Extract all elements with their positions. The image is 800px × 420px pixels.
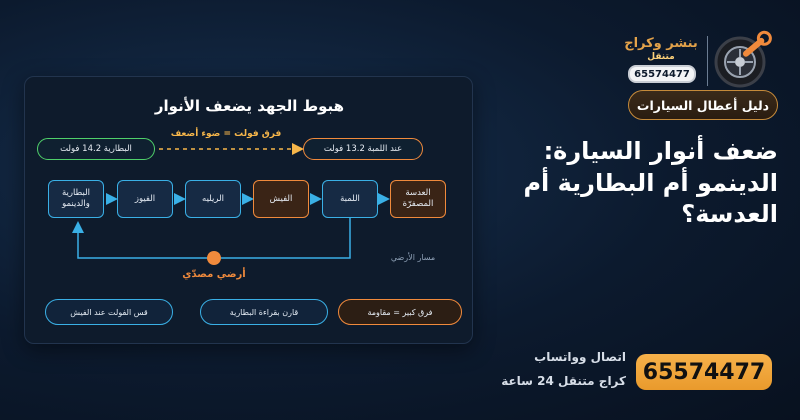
- headline-line-1: ضعف أنوار السيارة:: [543, 137, 778, 165]
- voltage-gap-label: فرق فولت = ضوء أضعف: [170, 129, 282, 139]
- headline: ضعف أنوار السيارة: الدينمو أم البطارية أ…: [506, 136, 778, 231]
- tire-wrench-icon: [714, 30, 772, 88]
- ground-corroded-label: أرضي مصدّي: [182, 269, 246, 280]
- lamp-voltage-callout: عند اللمبة 13.2 فولت: [303, 138, 423, 160]
- brand-name: بنشر وكراج: [624, 36, 698, 51]
- ground-path-label: مسار الأرضي: [390, 253, 436, 262]
- contact-phone-button[interactable]: 65574477: [636, 354, 772, 390]
- node-connector: الفيش: [253, 180, 309, 218]
- ground-dot: [207, 251, 221, 265]
- guide-badge: دليل أعطال السيارات: [628, 90, 778, 120]
- node-yellowed-lens: العدسة المصفرّة: [390, 180, 446, 218]
- node-fuse: الفيوز: [117, 180, 173, 218]
- pill-big-diff-resistance: فرق كبير = مقاومة: [338, 299, 462, 325]
- contact-line-1: اتصال وواتساب: [534, 350, 626, 364]
- brand-sub: متنقل: [647, 52, 675, 62]
- pill-measure-connector: قس الفولت عند الفيش: [45, 299, 173, 325]
- contact-line-2: كراج متنقل 24 ساعة: [501, 374, 626, 388]
- diagram-panel: هبوط الجهد يضعف الأنوار البطارية 14.2 فو…: [24, 76, 473, 344]
- node-relay: الريليه: [185, 180, 241, 218]
- diagram-connectors: [72, 143, 390, 265]
- node-bulb: اللمبة: [322, 180, 378, 218]
- headline-line-2: الدينمو أم البطارية أم: [523, 168, 778, 197]
- pill-compare-battery: قارن بقراءة البطارية: [200, 299, 328, 325]
- brand-phone: 65574477: [628, 65, 696, 83]
- headline-line-3: العدسة؟: [681, 200, 778, 229]
- diagram-title: هبوط الجهد يضعف الأنوار: [154, 97, 345, 115]
- battery-voltage-callout: البطارية 14.2 فولت: [37, 138, 155, 160]
- brand-divider: [707, 36, 708, 86]
- node-battery-alternator: البطارية والدينمو: [48, 180, 104, 218]
